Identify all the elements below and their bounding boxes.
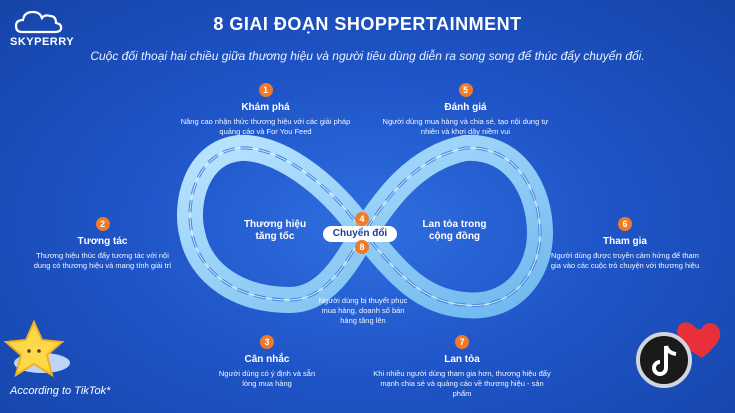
cloud-icon: [14, 10, 63, 34]
stage-1-badge: 1: [258, 83, 273, 97]
loop-right-label: Lan tỏa trong cộng đồng: [422, 219, 487, 242]
stage-2-badge: 2: [95, 217, 110, 231]
conversion-pill: Chuyển đổi: [323, 226, 397, 242]
stage-2: 2 Tương tác Thương hiệu thúc đẩy tương t…: [30, 214, 175, 271]
loop-left-label: Thương hiệu tăng tốc: [243, 219, 307, 242]
stage-3: 3 Cân nhắc Người dùng có ý định và sẵn l…: [212, 332, 322, 389]
stage-1-desc: Nâng cao nhận thức thương hiệu với các g…: [180, 117, 351, 136]
page-subtitle: Cuộc đối thoại hai chiều giữa thương hiệ…: [90, 49, 645, 63]
stage-5-title: Đánh giá: [444, 102, 487, 113]
stage-1-title: Khám phá: [241, 102, 290, 113]
stage-8-desc: Người dùng bị thuyết phục mua hàng, doan…: [318, 296, 408, 325]
star-icon: [3, 319, 70, 378]
stage-1: 1 Khám phá Nâng cao nhận thức thương hiệ…: [178, 80, 353, 137]
stage-2-title: Tương tác: [77, 236, 128, 247]
stage-8-badge: 8: [355, 240, 369, 254]
stage-4-badge: 4: [355, 212, 369, 226]
stage-3-badge: 3: [260, 335, 274, 349]
stage-7-title: Lan tỏa: [444, 354, 480, 365]
stage-7-badge: 7: [455, 335, 469, 349]
stage-5: 5 Đánh giá Người dùng mua hàng và chia s…: [378, 80, 553, 137]
stage-7-desc: Khi nhiều người dùng tham gia hơn, thươn…: [373, 369, 551, 398]
tiktok-icon: [636, 322, 721, 388]
stage-6-desc: Người dùng được truyền cảm hứng để tham …: [550, 251, 700, 270]
stage-5-desc: Người dùng mua hàng và chia sẻ, tạo nội …: [382, 117, 549, 136]
page-title: 8 GIAI ĐOẠN SHOPPERTAINMENT: [213, 14, 522, 34]
stage-3-title: Cân nhắc: [244, 354, 290, 365]
source-note: According to TikTok*: [10, 385, 111, 397]
stage-2-desc: Thương hiệu thúc đẩy tương tác với nội d…: [33, 251, 172, 270]
stage-7: 7 Lan tỏa Khi nhiều người dùng tham gia …: [372, 332, 552, 399]
stage-6-title: Tham gia: [603, 236, 647, 247]
stage-6: 6 Tham gia Người dùng được truyền cảm hứ…: [550, 214, 700, 271]
stage-3-desc: Người dùng có ý định và sẵn lòng mua hàn…: [218, 369, 316, 388]
stage-6-badge: 6: [618, 217, 632, 231]
stage-5-badge: 5: [458, 83, 473, 97]
brand-name: SKYPERRY: [10, 36, 75, 48]
